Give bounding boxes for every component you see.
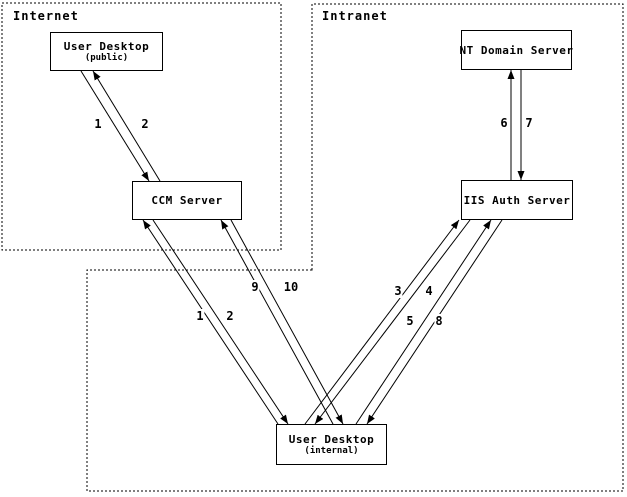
internet-region-outline bbox=[1, 2, 282, 251]
edge-label-internal-step-1: 1 bbox=[195, 309, 205, 323]
arrow-step-9-desktop-to-ccm bbox=[220, 219, 334, 425]
edge-label-step-8: 8 bbox=[434, 314, 444, 328]
node-iis-auth-server-title: IIS Auth Server bbox=[463, 193, 571, 207]
node-user-desktop-internal-subtitle: (internal) bbox=[304, 446, 359, 456]
node-iis-auth-server: IIS Auth Server bbox=[461, 180, 573, 220]
arrow-step-5-desktop-to-iis bbox=[355, 219, 492, 425]
internet-region-label: Internet bbox=[13, 9, 79, 23]
arrow-step-3-desktop-to-iis bbox=[304, 219, 460, 425]
intranet-region-outline bbox=[86, 3, 624, 492]
arrow-public-step-1-desktop-to-ccm bbox=[80, 70, 150, 182]
edge-label-step-10: 10 bbox=[282, 280, 300, 294]
node-user-desktop-public: User Desktop (public) bbox=[50, 32, 163, 71]
node-nt-domain-server-title: NT Domain Server bbox=[459, 43, 574, 57]
edge-label-internal-step-2: 2 bbox=[225, 309, 235, 323]
edge-label-step-9: 9 bbox=[250, 280, 260, 294]
node-ccm-server: CCM Server bbox=[132, 181, 242, 220]
node-ccm-server-title: CCM Server bbox=[151, 194, 223, 207]
edge-label-step-3: 3 bbox=[393, 284, 403, 298]
arrow-internal-step-2-ccm-to-desktop bbox=[152, 219, 289, 425]
arrow-internal-step-1-desktop-to-ccm bbox=[142, 219, 279, 425]
node-user-desktop-public-title: User Desktop bbox=[63, 40, 150, 53]
node-user-desktop-internal-title: User Desktop bbox=[288, 433, 375, 446]
edge-label-step-5: 5 bbox=[405, 314, 415, 328]
arrow-step-10-ccm-to-desktop bbox=[230, 219, 344, 425]
node-nt-domain-server: NT Domain Server bbox=[459, 30, 574, 70]
edge-label-public-step-1: 1 bbox=[93, 117, 103, 131]
node-user-desktop-internal: User Desktop (internal) bbox=[276, 424, 387, 465]
edge-label-public-step-2: 2 bbox=[140, 117, 150, 131]
edge-label-step-4: 4 bbox=[424, 284, 434, 298]
arrow-step-4-iis-to-desktop bbox=[314, 219, 471, 425]
intranet-region-label: Intranet bbox=[322, 9, 388, 23]
arrow-public-step-2-ccm-to-desktop bbox=[92, 70, 161, 182]
edge-label-step-6: 6 bbox=[499, 116, 509, 130]
node-user-desktop-public-subtitle: (public) bbox=[84, 53, 129, 63]
edge-label-step-7: 7 bbox=[524, 116, 534, 130]
